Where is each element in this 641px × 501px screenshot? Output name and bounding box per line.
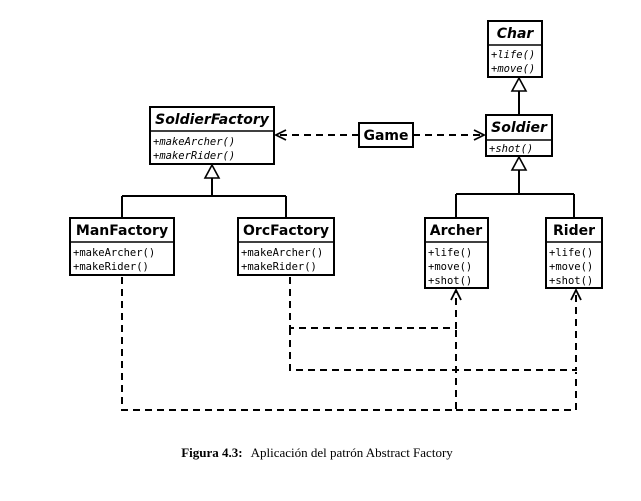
dependency-orcfactory-archer (289, 277, 456, 329)
class-orc-factory-op: +makeArcher() (241, 247, 323, 259)
caption-label: Figura 4.3: (181, 445, 242, 460)
dependency-orcfactory-rider (289, 290, 576, 371)
class-char: Char +life() +move() (487, 20, 543, 78)
class-orc-factory-op: +makeRider() (241, 261, 317, 273)
class-archer: Archer +life() +move() +shot() (424, 217, 489, 289)
class-soldier-factory: SoldierFactory +makeArcher() +makerRider… (149, 106, 275, 165)
class-archer-name: Archer (430, 223, 483, 239)
figure-caption: Figura 4.3: Aplicación del patrón Abstra… (181, 444, 453, 461)
class-orc-factory: OrcFactory +makeArcher() +makeRider() (237, 217, 335, 276)
class-soldier-name: Soldier (491, 120, 548, 136)
class-rider-op: +shot() (549, 275, 593, 287)
class-char-op: +move() (491, 63, 535, 75)
class-soldier: Soldier +shot() (485, 114, 553, 157)
class-man-factory-op: +makeRider() (73, 261, 149, 273)
class-man-factory-name: ManFactory (76, 223, 168, 239)
class-archer-op: +life() (428, 247, 472, 259)
class-game-name: Game (363, 128, 408, 144)
inheritance-archer-rider (455, 155, 575, 218)
class-rider-op: +move() (549, 261, 593, 273)
class-soldier-factory-op: +makerRider() (153, 150, 235, 162)
class-archer-op: +shot() (428, 275, 472, 287)
inheritance-factories (121, 163, 287, 218)
class-game: Game (358, 122, 414, 148)
class-char-op: +life() (491, 49, 535, 61)
svg-text:Figura 4.3: Aplicación d: Figura 4.3: Aplicación del patrón Abstra… (181, 444, 453, 461)
class-char-name: Char (497, 26, 535, 42)
class-man-factory-op: +makeArcher() (73, 247, 155, 259)
inheritance-soldier-char (510, 76, 528, 115)
class-rider-name: Rider (553, 223, 595, 239)
class-man-factory: ManFactory +makeArcher() +makeRider() (69, 217, 175, 276)
class-soldier-factory-op: +makeArcher() (153, 136, 235, 148)
class-archer-op: +move() (428, 261, 472, 273)
class-soldier-factory-name: SoldierFactory (155, 112, 270, 128)
class-rider-op: +life() (549, 247, 593, 259)
class-soldier-op: +shot() (489, 143, 533, 155)
class-orc-factory-name: OrcFactory (243, 223, 329, 239)
class-rider: Rider +life() +move() +shot() (545, 217, 603, 289)
dependency-manfactory-products (121, 277, 577, 411)
caption-text: Aplicación del patrón Abstract Factory (251, 445, 454, 460)
